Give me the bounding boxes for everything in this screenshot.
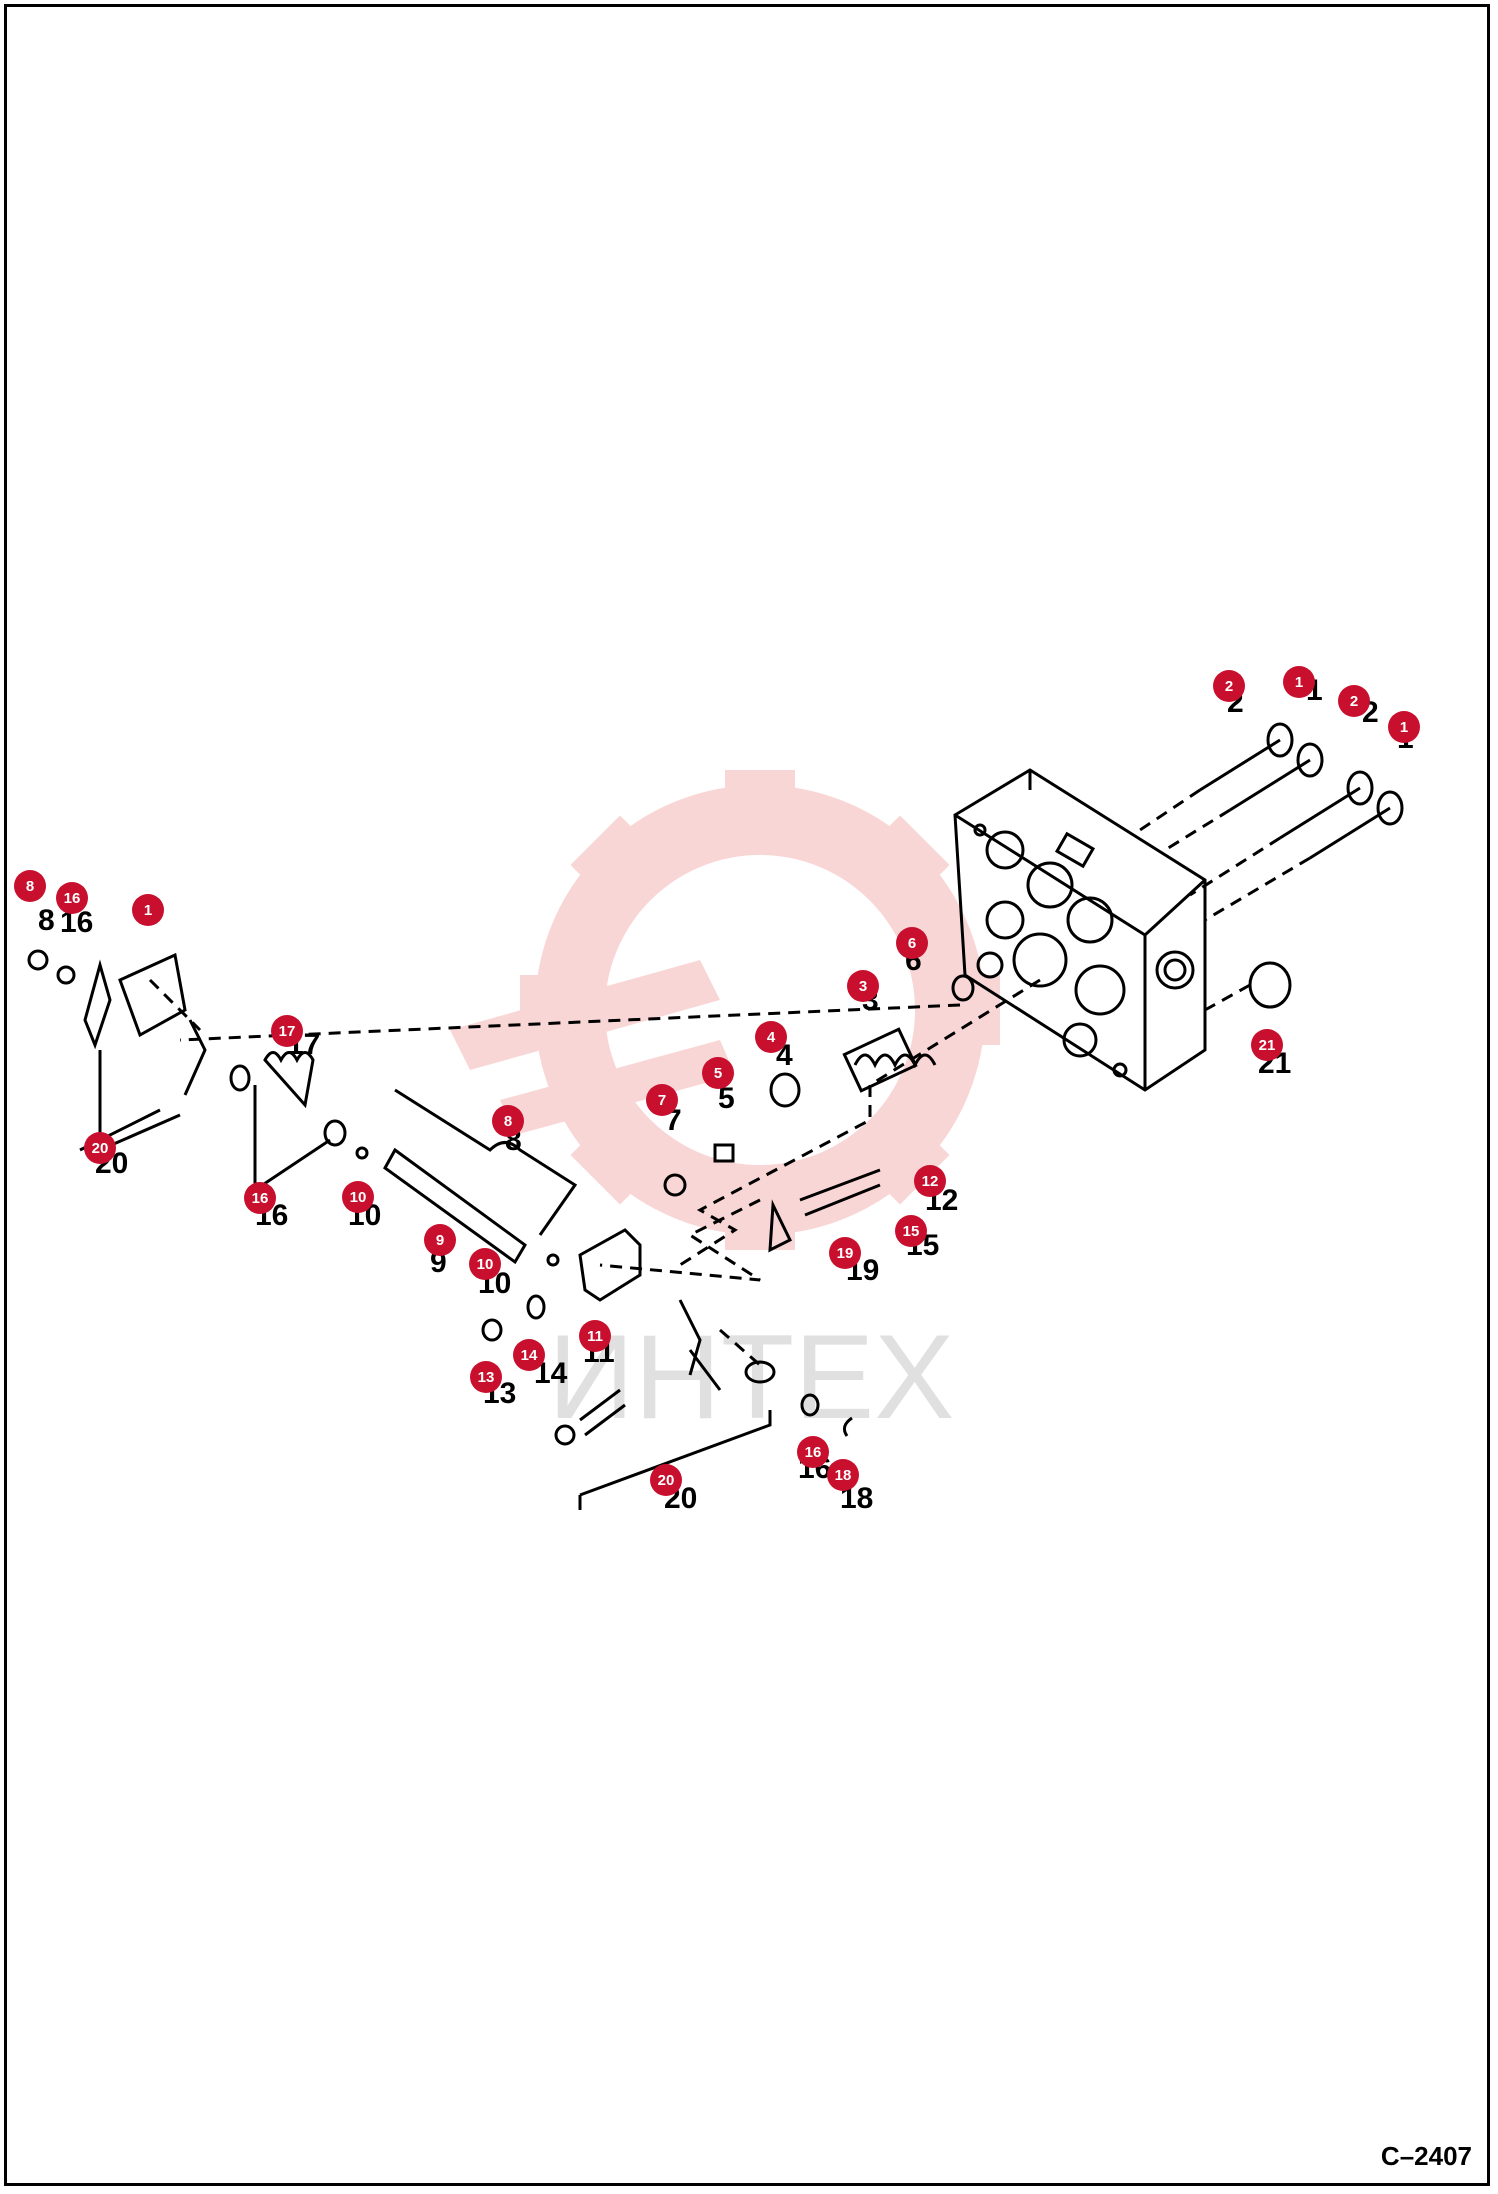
svg-text:4: 4 (767, 1029, 776, 1046)
callout-marker: 2 (1213, 670, 1245, 702)
callout-marker: 16 (244, 1182, 276, 1214)
svg-text:8: 8 (26, 878, 34, 895)
callout-marker: 12 (914, 1165, 946, 1197)
svg-text:18: 18 (835, 1467, 852, 1484)
pin-lower (579, 1388, 626, 1437)
svg-text:7: 7 (658, 1092, 666, 1109)
washer-16a (56, 965, 76, 985)
svg-text:1: 1 (1295, 674, 1303, 691)
svg-text:1: 1 (1400, 719, 1408, 736)
callout-marker: 5 (702, 1057, 734, 1089)
callout-marker: 15 (895, 1215, 927, 1247)
svg-text:12: 12 (922, 1173, 939, 1190)
callout-marker: 8 (492, 1105, 524, 1137)
bracket-19 (768, 1199, 792, 1253)
svg-text:9: 9 (436, 1232, 444, 1249)
callout-marker: 20 (84, 1132, 116, 1164)
svg-text:2: 2 (1225, 678, 1233, 695)
housing-11 (578, 1228, 642, 1302)
callout-marker: 17 (271, 1015, 303, 1047)
callout-marker: 1 (132, 894, 164, 926)
part-5 (713, 1143, 735, 1163)
drawing-frame (4, 4, 1490, 2186)
lever-lower (678, 1299, 722, 1391)
svg-text:2: 2 (1350, 693, 1358, 710)
washer-16c (800, 1393, 820, 1417)
callout-marker: 4 (755, 1021, 787, 1053)
lever-left (83, 959, 112, 1050)
wire-8 (394, 1088, 578, 1236)
svg-text:10: 10 (477, 1256, 494, 1273)
callout-marker: 10 (342, 1181, 374, 1213)
callout-marker: 11 (579, 1320, 611, 1352)
svg-text:11: 11 (587, 1328, 603, 1345)
svg-text:8: 8 (504, 1113, 512, 1130)
ball-10b (546, 1253, 560, 1267)
washer (323, 1119, 347, 1147)
washer-16b (229, 1064, 251, 1092)
nut-13 (481, 1318, 503, 1342)
part-7 (663, 1173, 687, 1197)
svg-text:14: 14 (521, 1347, 538, 1364)
assembly-lines (148, 788, 1311, 1367)
clip-18 (842, 1416, 853, 1437)
callout-markers: 2 1 2 1 8 16 1 6 3 4 5 7 17 8 21 20 16 1… (14, 666, 1420, 1496)
svg-text:16: 16 (64, 890, 81, 907)
svg-text:13: 13 (478, 1369, 495, 1386)
clip-8 (27, 949, 49, 971)
svg-text:21: 21 (1259, 1037, 1276, 1054)
callout-marker: 1 (1283, 666, 1315, 698)
callout-marker: 6 (896, 927, 928, 959)
svg-text:19: 19 (837, 1245, 854, 1262)
watermark-text: ИНТЕХ (548, 1310, 954, 1444)
callout-marker: 2 (1338, 685, 1370, 717)
callout-marker: 3 (847, 970, 879, 1002)
callout-marker: 14 (513, 1339, 545, 1371)
part-4 (769, 1072, 801, 1108)
callout-marker: 7 (646, 1084, 678, 1116)
linkage-left (183, 1019, 207, 1096)
callout-marker: 20 (650, 1464, 682, 1496)
spring-3 (842, 1027, 937, 1093)
callout-marker: 19 (829, 1237, 861, 1269)
svg-text:6: 6 (908, 935, 916, 952)
part-6 (951, 974, 975, 1002)
callout-marker: 21 (1251, 1029, 1283, 1061)
svg-text:16: 16 (252, 1190, 269, 1207)
callout-marker: 10 (469, 1248, 501, 1280)
ball-10a (355, 1146, 369, 1160)
callout-marker: 1 (1388, 711, 1420, 743)
part-number: 8 (38, 904, 55, 937)
svg-text:5: 5 (714, 1065, 722, 1082)
svg-text:15: 15 (903, 1223, 920, 1240)
spring-17 (263, 1051, 315, 1109)
svg-text:20: 20 (658, 1472, 675, 1489)
svg-text:17: 17 (279, 1023, 296, 1040)
part-number: 5 (718, 1082, 735, 1115)
callout-marker: 13 (470, 1361, 502, 1393)
washer-14 (526, 1294, 546, 1320)
svg-text:1: 1 (144, 902, 152, 919)
callout-marker: 9 (424, 1224, 456, 1256)
callout-marker: 18 (827, 1459, 859, 1491)
callout-marker: 16 (797, 1436, 829, 1468)
pin-12 (799, 1168, 881, 1217)
callout-marker: 16 (56, 882, 88, 914)
callout-marker: 8 (14, 870, 46, 902)
diagram-linework (27, 722, 1404, 1510)
bolt-group (1199, 722, 1404, 860)
svg-text:3: 3 (859, 978, 867, 995)
bushing (744, 1360, 776, 1384)
svg-text:20: 20 (92, 1140, 109, 1157)
wire-20-lower (578, 1410, 772, 1510)
svg-text:16: 16 (805, 1444, 822, 1461)
bracket-left (118, 952, 187, 1038)
drawing-number: C–2407 (1380, 2141, 1472, 2171)
svg-text:10: 10 (350, 1189, 367, 1206)
seal-21 (1248, 961, 1292, 1009)
spool-9 (383, 1147, 527, 1265)
